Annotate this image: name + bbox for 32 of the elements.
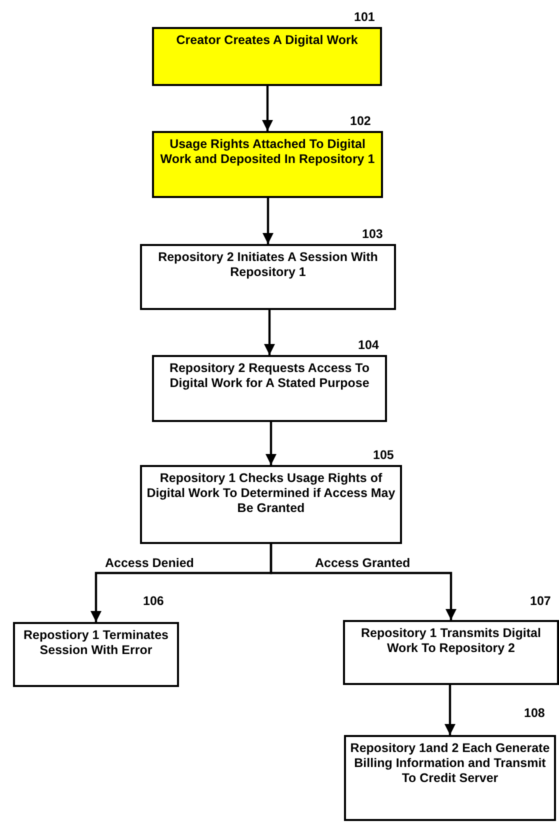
reference-number: 103: [362, 227, 383, 241]
process-box: [140, 465, 402, 544]
step-text: Repository 1and 2 Each Generate Billing Information and Transmit To Credit Server: [349, 741, 551, 786]
edge-label: Access Denied: [103, 556, 196, 570]
reference-number: 102: [350, 114, 371, 128]
arrow: [444, 685, 456, 735]
step-text: Repository 1 Checks Usage Rights of Digital Work To Determined if Access May Be Granted: [146, 471, 396, 516]
reference-number: 105: [373, 448, 394, 462]
step-text: Repository 1 Transmits Digital Work To Repository 2: [360, 626, 542, 656]
process-box: [343, 620, 559, 685]
arrow: [266, 422, 276, 465]
arrow: [270, 544, 456, 620]
process-box: [152, 27, 382, 86]
process-box: [152, 131, 383, 198]
step-text: Usage Rights Attached To Digital Work and Deposited In Repository 1: [159, 137, 376, 167]
reference-number: 104: [358, 338, 379, 352]
step-text: Repository 2 Initiates A Session With Repository 1: [157, 250, 379, 280]
edge-label: Access Granted: [313, 556, 412, 570]
reference-number: 107: [530, 594, 551, 608]
reference-number: 101: [354, 10, 375, 24]
step-text: Repostiory 1 Terminates Session With Error: [22, 628, 170, 658]
step-text: Creator Creates A Digital Work: [176, 33, 358, 48]
arrow: [262, 86, 273, 131]
process-box: [140, 244, 396, 310]
process-box: [344, 735, 556, 821]
reference-number: 108: [524, 706, 545, 720]
reference-number: 106: [143, 594, 164, 608]
arrow: [262, 198, 274, 244]
process-box: [152, 355, 387, 422]
arrow: [264, 310, 275, 355]
process-box: [13, 622, 179, 687]
step-text: Repository 2 Requests Access To Digital Work for A Stated Purpose: [168, 361, 371, 391]
